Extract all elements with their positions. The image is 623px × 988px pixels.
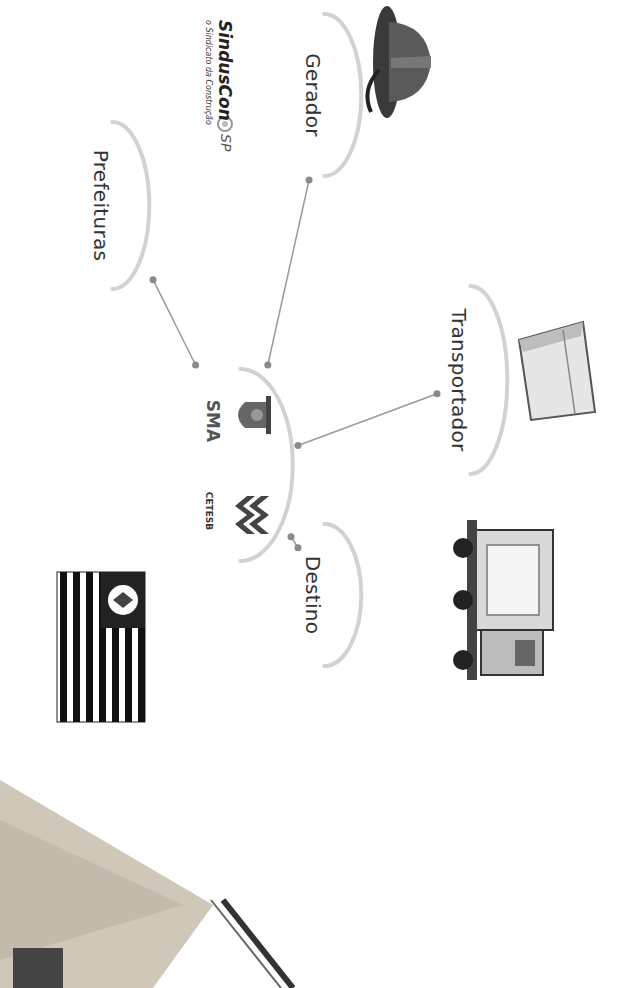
bubble-arc: [112, 122, 149, 289]
illustration-shape: [563, 330, 575, 414]
actor-bubble: Prefeituras: [79, 118, 153, 293]
connector-line: [153, 280, 196, 365]
connector-line: [268, 180, 309, 365]
skip-container-illustration: [519, 322, 595, 420]
node-label: Transportador: [447, 308, 471, 451]
connector-dot: [288, 533, 295, 540]
bubble-arc: [324, 14, 361, 176]
bubble-arc: [324, 524, 361, 666]
illustration-shape: [222, 121, 228, 127]
cetesb-logo: [235, 496, 269, 534]
illustration-shape: [60, 572, 67, 722]
node-label: SMA: [203, 400, 223, 442]
bubble-arc: [240, 369, 293, 561]
illustration-shape: [0, 780, 213, 988]
agency-bubble: SMA CETESB: [193, 365, 298, 565]
connector-dot: [306, 177, 313, 184]
brasao-logo: [238, 396, 271, 434]
illustration-shape: [57, 572, 145, 722]
node-label: Gerador: [301, 53, 325, 137]
logo-tagline: o Sindicato da Construção: [204, 20, 213, 125]
connector: [295, 390, 441, 449]
illustration-shape: [519, 322, 583, 352]
illustration-shape: [73, 572, 80, 722]
sao-paulo-flag: [57, 572, 145, 722]
illustration-shape: [235, 496, 255, 534]
logo-wordmark: SP: [218, 134, 234, 151]
illustration-shape: [0, 820, 183, 960]
illustration-shape: [453, 650, 473, 670]
logo-wordmark: SindusCon: [215, 20, 235, 121]
illustration-shape: [108, 585, 138, 615]
illustration-shape: [481, 630, 543, 675]
illustration-shape: [473, 530, 553, 630]
illustration-shape: [211, 900, 281, 988]
illustration-shape: [453, 538, 473, 558]
connector: [150, 276, 200, 368]
connector-dot: [295, 544, 302, 551]
illustration-shape: [515, 640, 535, 666]
connector-line: [298, 394, 437, 446]
bubble-outline: [193, 365, 298, 565]
connector-dot: [150, 276, 157, 283]
truck-illustration: [453, 520, 553, 680]
actor-bubble: Gerador: [291, 10, 365, 180]
illustration-shape: [223, 900, 293, 988]
illustration-shape: [391, 56, 431, 68]
connector-dot: [192, 362, 199, 369]
connector-dot: [434, 390, 441, 397]
illustration-shape: [266, 396, 271, 434]
illustration-shape: [13, 948, 63, 988]
connector-dot: [264, 362, 271, 369]
quarry-illustration: [0, 780, 293, 988]
connector: [264, 177, 312, 369]
illustration-shape: [453, 590, 473, 610]
helmet-illustration: [367, 6, 431, 118]
node-sublabel: CETESB: [203, 492, 214, 530]
illustration-shape: [113, 592, 133, 608]
connector-dot: [295, 442, 302, 449]
actor-bubble: Destino: [291, 520, 365, 670]
illustration-shape: [101, 572, 145, 628]
actor-bubble: Transportador: [437, 282, 511, 478]
illustration-shape: [389, 22, 431, 102]
node-label: Prefeituras: [89, 150, 113, 261]
bubble-arc: [470, 286, 507, 474]
illustration-shape: [367, 70, 379, 112]
illustration-shape: [251, 409, 263, 421]
connector: [288, 533, 302, 551]
illustration-shape: [86, 572, 93, 722]
node-label: Destino: [301, 556, 325, 635]
illustration-shape: [487, 545, 539, 615]
illustration-shape: [238, 402, 267, 428]
illustration-shape: [519, 322, 595, 420]
